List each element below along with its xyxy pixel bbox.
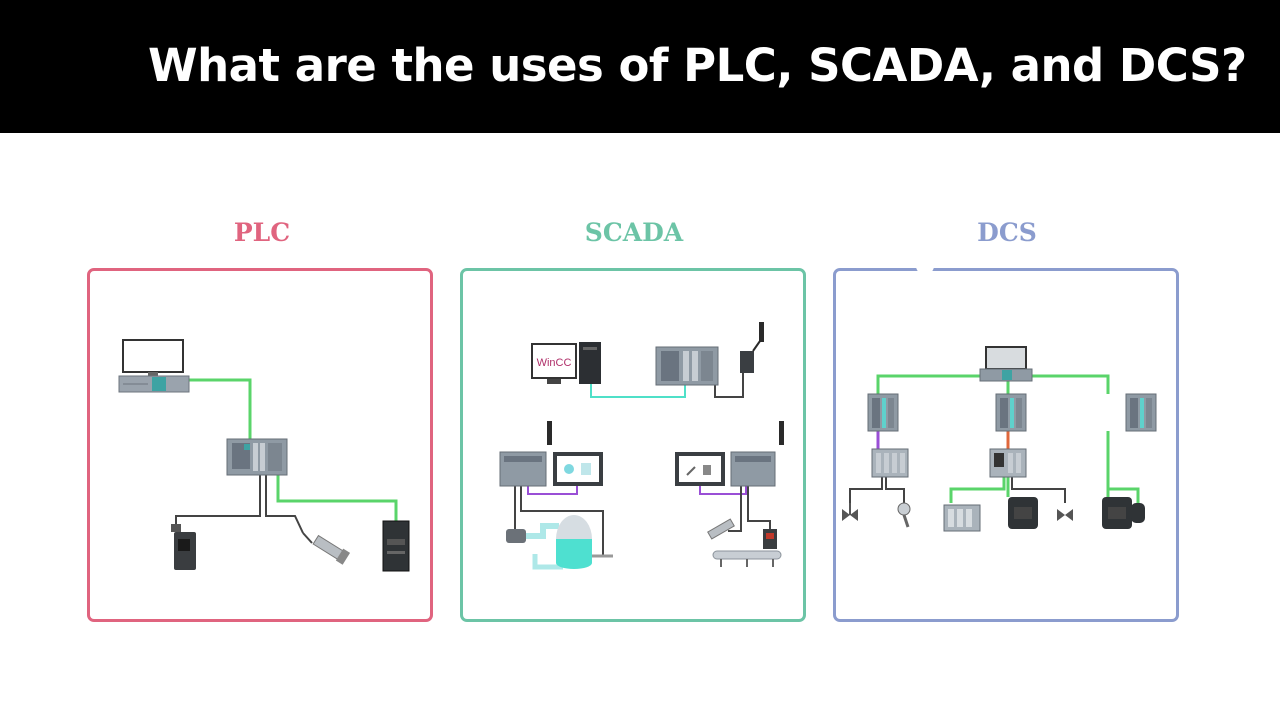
drive-icon: [382, 520, 410, 572]
sensor-icon: [171, 524, 196, 570]
motor-icon: [1131, 503, 1145, 523]
page-title: What are the uses of PLC, SCADA, and DCS…: [148, 39, 1247, 92]
scada-label: SCADA: [584, 218, 684, 247]
scada-diagram: WinCC: [499, 322, 784, 570]
dcs-panel: [833, 266, 1179, 622]
plc-panel: [87, 268, 433, 622]
scada-workstation-icon: WinCC: [531, 342, 601, 384]
valve-icon: [842, 503, 858, 521]
conveyor-icon: [707, 518, 782, 567]
dcs-controller-icon: [867, 393, 899, 432]
dcs-diagram: [842, 346, 1157, 532]
tank-process-icon: [506, 515, 613, 570]
dcs-controller-icon: [995, 393, 1027, 432]
plc-network-lines: [175, 378, 398, 534]
remote-station-right-icon: [675, 421, 784, 487]
remote-station-left-icon: [499, 421, 603, 487]
temperature-sensor-icon: [897, 502, 911, 528]
proximity-sensor-icon: [302, 532, 351, 565]
drive-icon: [1102, 497, 1132, 529]
plc-controller-icon: [226, 438, 288, 476]
valve-icon: [1057, 509, 1073, 521]
scada-network-lines: [514, 371, 771, 556]
io-rack-icon: [943, 504, 981, 532]
io-module-icon: [871, 448, 909, 478]
dcs-controller-icon: [1125, 393, 1157, 432]
computer-icon: [118, 339, 190, 393]
wincc-label: WinCC: [537, 357, 572, 369]
modem-icon: [740, 322, 764, 373]
dcs-label: DCS: [977, 218, 1037, 247]
scada-plc-rack-icon: [655, 346, 719, 386]
plc-diagram: [118, 339, 410, 572]
scada-panel: WinCC: [460, 268, 806, 622]
dcs-workstation-icon: [979, 346, 1033, 382]
drive-icon: [1008, 497, 1038, 529]
header-bar: What are the uses of PLC, SCADA, and DCS…: [0, 0, 1280, 133]
io-module-icon: [989, 448, 1027, 478]
plc-label: PLC: [233, 218, 291, 247]
